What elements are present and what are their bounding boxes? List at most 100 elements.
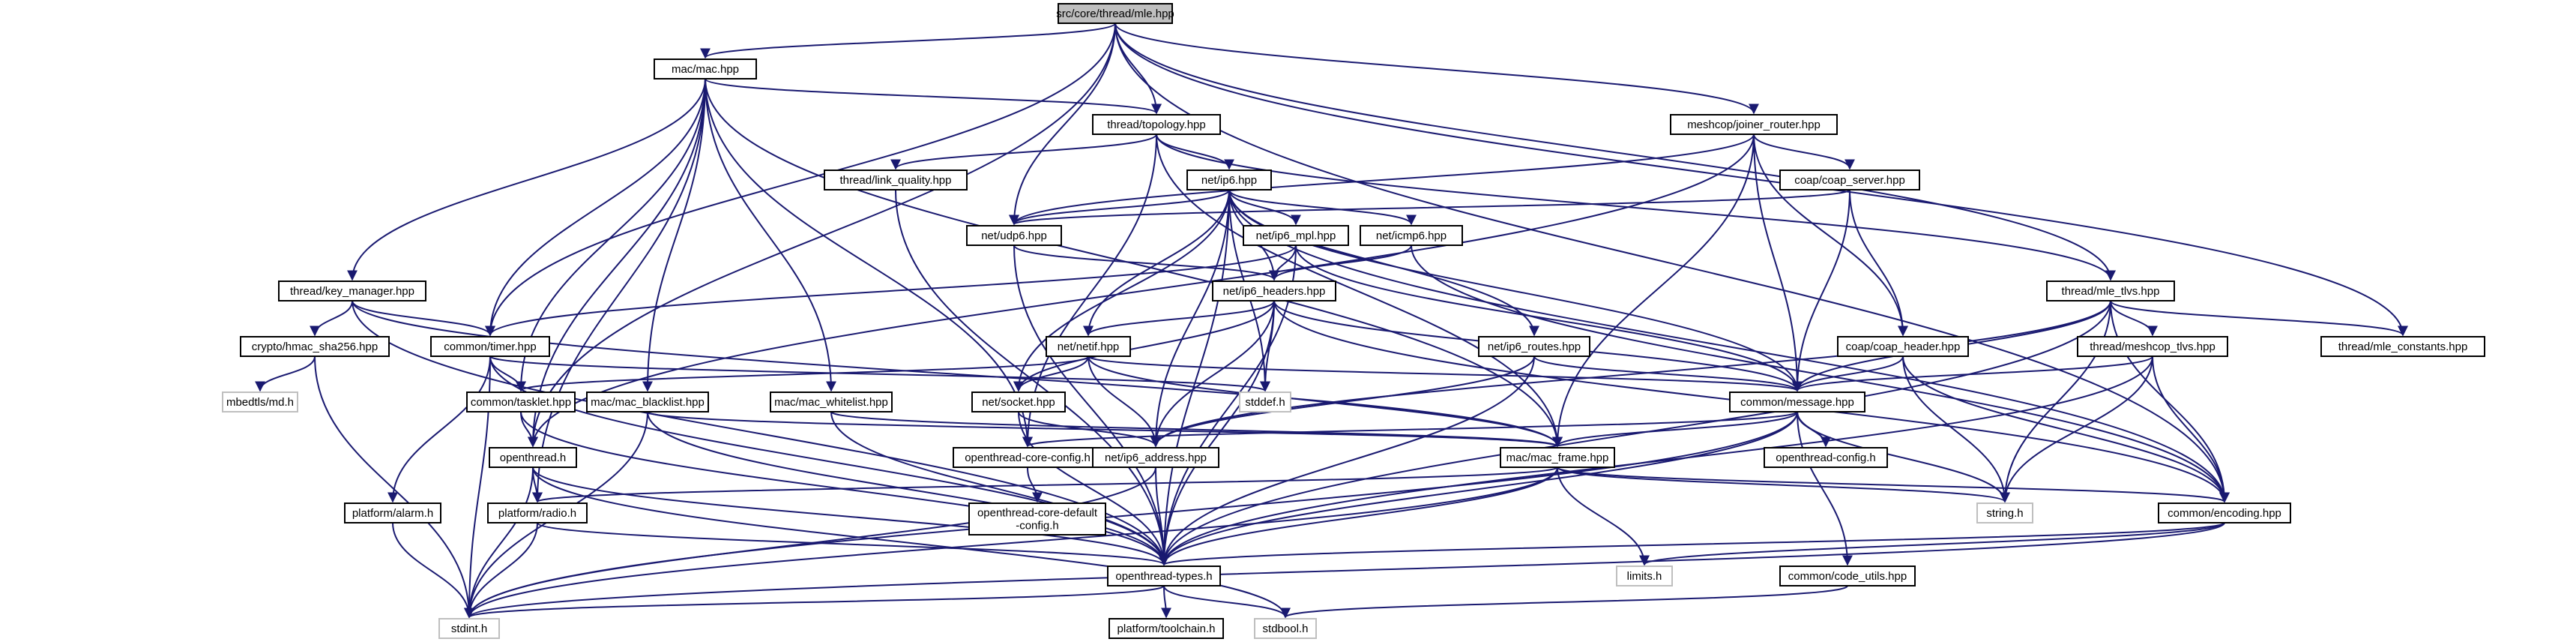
node-mac-hpp[interactable]: mac/mac.hpp (654, 58, 757, 80)
node-radio[interactable]: platform/radio.h (487, 502, 588, 524)
node-box (971, 392, 1066, 412)
node-icmp6[interactable]: net/icmp6.hpp (1360, 225, 1463, 246)
node-ip6-routes[interactable]: net/ip6_routes.hpp (1478, 336, 1590, 357)
node-label: openthread-config.h (1776, 452, 1875, 464)
edge-key_manager-to-timer (352, 300, 495, 337)
node-core-default-config[interactable]: openthread-core-default-config.h (968, 502, 1106, 536)
node-label: platform/radio.h (498, 507, 576, 520)
node-label: thread/meshcop_tlvs.hpp (2090, 340, 2215, 353)
node-toolchain[interactable]: platform/toolchain.h (1108, 618, 1224, 639)
edge-ip6_routes-to-message (1533, 356, 1803, 392)
node-mle-constants[interactable]: thread/mle_constants.hpp (2320, 336, 2485, 357)
edge-mac_hpp-to-core_config (705, 78, 1033, 448)
node-label: stddef.h (1245, 396, 1285, 409)
node-mle-tlvs[interactable]: thread/mle_tlvs.hpp (2046, 280, 2175, 302)
node-label: net/udp6.hpp (981, 230, 1047, 242)
node-netif[interactable]: net/netif.hpp (1046, 336, 1131, 357)
edge-ip6_headers-to-socket (1013, 300, 1275, 392)
edge-mle_tlvs-to-mle_constants (2110, 300, 2408, 337)
node-box (1254, 618, 1317, 639)
node-box (770, 392, 893, 412)
node-box (1670, 114, 1838, 135)
node-coap-server[interactable]: coap/coap_server.hpp (1779, 170, 1920, 190)
node-ot-config[interactable]: openthread-config.h (1764, 447, 1888, 468)
edge-hmac-to-mbedtls_md (255, 356, 316, 392)
node-socket[interactable]: net/socket.hpp (971, 392, 1066, 412)
node-box (824, 170, 968, 190)
edge-coap_header-to-string_h (1902, 356, 2010, 503)
node-label: net/ip6.hpp (1201, 174, 1257, 187)
node-label: thread/mle_tlvs.hpp (2062, 285, 2160, 298)
node-label: openthread-core-default (977, 506, 1098, 519)
node-box (466, 392, 576, 412)
node-box (1239, 392, 1291, 412)
node-alarm[interactable]: platform/alarm.h (344, 502, 441, 524)
node-box (586, 392, 709, 412)
node-mac-whitelist[interactable]: mac/mac_whitelist.hpp (770, 392, 893, 412)
node-box (1779, 566, 1916, 586)
node-label: openthread-core-config.h (965, 452, 1091, 464)
node-box (1764, 447, 1888, 468)
node-box (1729, 392, 1865, 412)
edge-netif-to-message (1088, 356, 1803, 392)
edge-udp6-to-ot_types (1013, 244, 1169, 566)
node-mac-frame[interactable]: mac/mac_frame.hpp (1500, 447, 1615, 468)
edge-meshcop_tlvs-to-encoding (2152, 356, 2230, 503)
node-hmac[interactable]: crypto/hmac_sha256.hpp (240, 336, 390, 357)
node-label: mbedtls/md.h (226, 396, 294, 409)
edge-encoding-to-ot_types (1159, 522, 2225, 566)
node-label: stdbool.h (1263, 622, 1309, 635)
node-ip6-mpl[interactable]: net/ip6_mpl.hpp (1243, 225, 1349, 246)
edge-mac_hpp-to-mac_blacklist (642, 78, 706, 392)
node-box (1107, 566, 1221, 586)
node-box (1837, 336, 1969, 357)
node-encoding[interactable]: common/encoding.hpp (2158, 502, 2291, 524)
edge-topology-to-mac_frame (1156, 134, 1563, 448)
node-meshcop-tlvs[interactable]: thread/meshcop_tlvs.hpp (2077, 336, 2228, 357)
edge-encoding-to-stdint (464, 522, 2225, 619)
edge-mac_whitelist-to-mac_frame (830, 411, 1563, 448)
node-openthread-h[interactable]: openthread.h (489, 447, 577, 468)
node-ip6-headers[interactable]: net/ip6_headers.hpp (1212, 280, 1336, 302)
edge-root-to-encoding (1114, 22, 2230, 503)
edge-key_manager-to-hmac (310, 300, 353, 337)
edge-timer-to-stddef (489, 356, 1270, 392)
edge-openthread_h-to-stdint (464, 466, 534, 619)
node-label: platform/toolchain.h (1117, 622, 1216, 635)
node-box (1360, 225, 1463, 246)
edge-topology-to-mle_tlvs (1156, 134, 2116, 281)
node-coap-header[interactable]: coap/coap_header.hpp (1837, 336, 1969, 357)
node-label: openthread-types.h (1115, 570, 1212, 583)
node-message[interactable]: common/message.hpp (1729, 392, 1865, 412)
node-box (2320, 336, 2485, 357)
edge-ip6-to-icmp6 (1228, 189, 1417, 226)
edge-ot_types-to-toolchain (1160, 585, 1171, 619)
edge-openthread_h-to-stdbool (532, 466, 1291, 619)
edge-coap_server-to-coap_header (1849, 189, 1908, 337)
edge-alarm-to-stdint (392, 522, 474, 619)
node-ip6-address[interactable]: net/ip6_address.hpp (1092, 447, 1219, 468)
node-code-utils[interactable]: common/code_utils.hpp (1779, 566, 1916, 586)
edge-joiner_router-to-coap_header (1753, 134, 1908, 337)
node-joiner-router[interactable]: meshcop/joiner_router.hpp (1670, 114, 1838, 135)
node-stddef: stddef.h (1239, 392, 1291, 412)
node-link-quality[interactable]: thread/link_quality.hpp (824, 170, 968, 190)
node-key-manager[interactable]: thread/key_manager.hpp (278, 280, 426, 302)
node-tasklet[interactable]: common/tasklet.hpp (466, 392, 576, 412)
node-string-h: string.h (1976, 502, 2033, 524)
node-core-config[interactable]: openthread-core-config.h (953, 447, 1103, 468)
node-timer[interactable]: common/timer.hpp (430, 336, 550, 357)
node-box (344, 502, 441, 524)
node-udp6[interactable]: net/udp6.hpp (966, 225, 1062, 246)
node-limits: limits.h (1616, 566, 1673, 586)
edge-ip6_headers-to-ot_types (1159, 300, 1275, 566)
node-box (222, 392, 298, 412)
node-ip6[interactable]: net/ip6.hpp (1186, 170, 1272, 190)
node-stdbool: stdbool.h (1254, 618, 1317, 639)
edge-mac_frame-to-stdint (464, 466, 1558, 619)
node-box (1500, 447, 1615, 468)
node-ot-types[interactable]: openthread-types.h (1107, 566, 1221, 586)
node-mac-blacklist[interactable]: mac/mac_blacklist.hpp (586, 392, 709, 412)
node-topology[interactable]: thread/topology.hpp (1092, 114, 1221, 135)
